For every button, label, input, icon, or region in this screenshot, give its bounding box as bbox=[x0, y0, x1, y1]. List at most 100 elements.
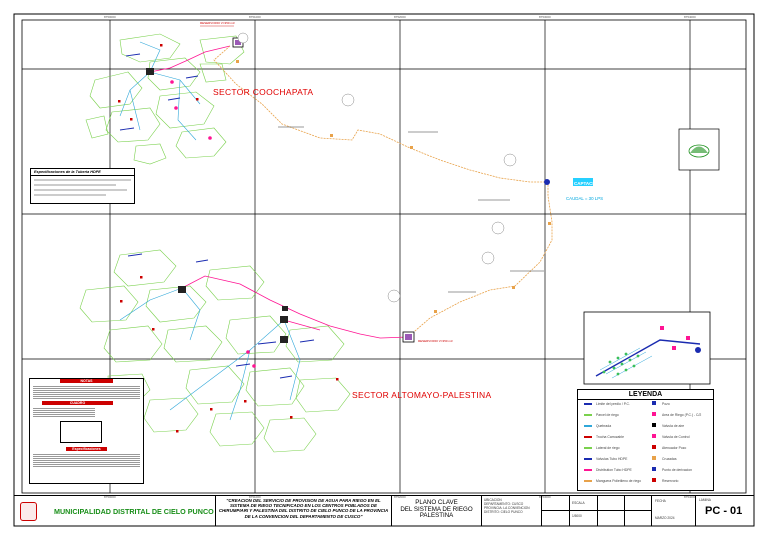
svg-text:8754000: 8754000 bbox=[684, 15, 696, 19]
detail-inset bbox=[583, 311, 711, 385]
coordinate-grid bbox=[22, 20, 746, 493]
svg-text:8750000: 8750000 bbox=[104, 495, 116, 499]
legend-item-left: Quebrada bbox=[596, 424, 612, 428]
legend-item-right: Valvula de aire bbox=[662, 424, 685, 428]
legend-item-left: Lateral de riego bbox=[596, 446, 620, 450]
legend-symbol-right bbox=[652, 434, 656, 438]
plan-title-line-2: DEL SISTEMA DE RIEGO bbox=[400, 505, 473, 513]
svg-text:8754000: 8754000 bbox=[684, 495, 696, 499]
legend-swatch-left bbox=[584, 447, 592, 449]
legend-item-right: Pozo bbox=[662, 402, 670, 406]
notes-box-hdpe-title: Especificaciones de la Tuberia HDPE bbox=[31, 169, 134, 176]
intake-flow: CAUDAL = 30 LPS bbox=[566, 196, 604, 201]
plan-title-line-1: PLANO CLAVE bbox=[415, 499, 458, 506]
legend-swatch-left bbox=[584, 458, 592, 460]
station-markers bbox=[237, 32, 517, 303]
date-head: FECHA bbox=[655, 499, 666, 503]
municipality-cell: MUNICIPALIDAD DISTRITAL DE CIELO PUNCO bbox=[14, 496, 216, 526]
legend-item-left: Manguera Polietileno de riego bbox=[596, 479, 642, 483]
municipality-name: MUNICIPALIDAD DISTRITAL DE CIELO PUNCO bbox=[54, 507, 214, 516]
distribution-lines bbox=[119, 53, 315, 379]
grid-coordinates: 8750000 8751000 8752000 8753000 8754000 8750… bbox=[104, 15, 696, 499]
legend-item-right: Reservorio bbox=[662, 479, 679, 483]
notes-box-hdpe: Especificaciones de la Tuberia HDPE bbox=[30, 168, 135, 204]
legend-item-left: Valvulas Tubo HDPE bbox=[596, 457, 628, 461]
legend-swatch-left bbox=[584, 414, 592, 416]
sheet-code: PC - 01 bbox=[705, 505, 743, 517]
legend-swatch-left bbox=[584, 436, 592, 438]
svg-text:8751000: 8751000 bbox=[249, 15, 261, 19]
location-line-2: PROVINCIA: LA CONVENCION bbox=[484, 506, 530, 510]
sector-label-coochapata: SECTOR COOCHAPATA bbox=[213, 87, 314, 97]
municipality-logo bbox=[20, 502, 37, 521]
sheet-cell: LAMINA PC - 01 bbox=[696, 496, 754, 526]
valve-symbols bbox=[236, 60, 551, 313]
legend-symbol-right bbox=[652, 445, 656, 449]
legend-item-right: Punto de derivacion bbox=[662, 468, 692, 472]
title-block: MUNICIPALIDAD DISTRITAL DE CIELO PUNCO "… bbox=[14, 495, 754, 527]
north-logo-box bbox=[678, 128, 720, 171]
legend-symbol-right bbox=[652, 423, 656, 427]
svg-text:8752000: 8752000 bbox=[394, 15, 406, 19]
pump-symbols bbox=[146, 68, 288, 343]
legend-item-left: Distribution Tubo HDPE bbox=[596, 468, 632, 472]
notes-box-lower: NOTAS CUADRO Especificaciones bbox=[29, 378, 144, 484]
reservoir-south-label: RESERVORIO V=350 m3 bbox=[418, 339, 453, 343]
node-symbols bbox=[118, 44, 339, 433]
legend-symbol-right bbox=[652, 467, 656, 471]
sheet-frame bbox=[13, 13, 755, 527]
location-cell: UBICACION DEPARTAMENTO: CUSCO PROVINCIA:… bbox=[482, 496, 542, 526]
intake-label: CAPTACION bbox=[574, 181, 601, 186]
legend-swatch-left bbox=[584, 469, 592, 471]
plan-title-cell: PLANO CLAVE DEL SISTEMA DE RIEGO PALESTI… bbox=[392, 496, 482, 526]
location-line-3: DISTRITO: CIELO PUNCO bbox=[484, 510, 523, 514]
legend-title: LEYENDA bbox=[578, 390, 713, 400]
legend-item-right: Area de Riego (P.C.) - C/2 bbox=[662, 413, 702, 417]
intake-symbol bbox=[544, 178, 593, 186]
laterals-north bbox=[119, 41, 201, 141]
hdpe-pipe bbox=[149, 45, 409, 339]
legend-item-right: Atenuador Pozo bbox=[662, 446, 687, 450]
location-head: UBICACION bbox=[484, 498, 502, 502]
drawing-frame bbox=[21, 19, 747, 494]
legend-symbol-right bbox=[652, 401, 656, 405]
signatures-cell: ESCALA 1/5000 bbox=[542, 496, 652, 526]
legend-symbol-right bbox=[652, 456, 656, 460]
plan-title-line-3: PALESTINA bbox=[419, 512, 454, 520]
svg-text:8750000: 8750000 bbox=[104, 15, 116, 19]
legend: LEYENDA Limite del predio / P.C. Parcel d… bbox=[577, 389, 714, 491]
svg-text:8753000: 8753000 bbox=[539, 15, 551, 19]
legend-item-right: Valvula de Control bbox=[662, 435, 690, 439]
legend-symbol-right bbox=[652, 478, 656, 482]
date-value: MARZO 2024 bbox=[655, 516, 675, 520]
svg-text:8752000: 8752000 bbox=[394, 495, 406, 499]
legend-item-right: Cruzadas bbox=[662, 457, 677, 461]
location-line-1: DEPARTAMENTO: CUSCO bbox=[484, 502, 524, 506]
legend-item-left: Limite del predio / P.C. bbox=[596, 402, 630, 406]
scale-value: 1/5000 bbox=[572, 514, 582, 518]
sheet-head: LAMINA bbox=[699, 498, 711, 502]
legend-swatch-left bbox=[584, 480, 592, 482]
project-cell: "CREACION DEL SERVICIO DE PROVISION DE A… bbox=[216, 496, 392, 526]
legend-symbol-right bbox=[652, 412, 656, 416]
parcels-north bbox=[85, 33, 245, 165]
svg-text:8751000: 8751000 bbox=[249, 495, 261, 499]
pipe-section-labels bbox=[200, 25, 544, 293]
conduction-canal bbox=[213, 45, 553, 338]
laterals-south bbox=[119, 287, 301, 421]
project-title: "CREACION DEL SERVICIO DE PROVISION DE A… bbox=[218, 498, 389, 519]
reservoir-north-label: RESERVORIO V=350 m3 bbox=[200, 21, 235, 25]
notes-box-4-title: Especificaciones bbox=[66, 447, 107, 451]
legend-swatch-left bbox=[584, 403, 592, 405]
legend-item-left: Trocha Carrozable bbox=[596, 435, 624, 439]
sector-label-altomayo: SECTOR ALTOMAYO-PALESTINA bbox=[352, 390, 492, 400]
svg-text:8753000: 8753000 bbox=[539, 495, 551, 499]
sprinkler-symbols bbox=[170, 80, 256, 368]
scale-head: ESCALA bbox=[572, 501, 585, 505]
notes-box-2-title: NOTAS bbox=[60, 379, 113, 383]
legend-swatch-left bbox=[584, 425, 592, 427]
notes-box-3-title: CUADRO bbox=[42, 401, 113, 405]
legend-item-left: Parcel de riego bbox=[596, 413, 619, 417]
reservoir-south-symbol bbox=[402, 331, 415, 343]
